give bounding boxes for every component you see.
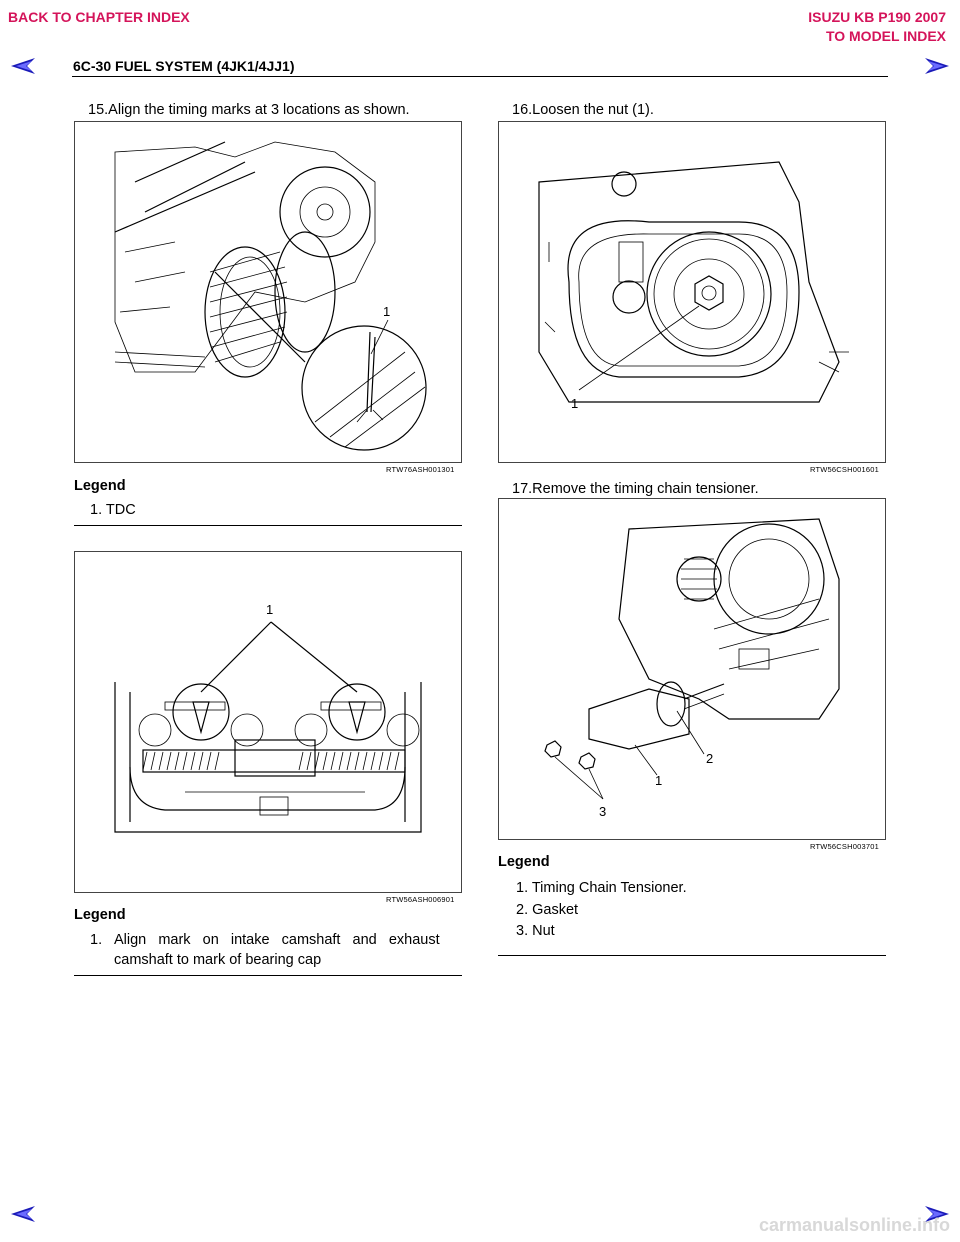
legend-title-3: Legend <box>498 854 550 870</box>
right-arrow-icon[interactable] <box>924 1205 950 1223</box>
legend-2-item-1-line1: Align mark on intake camshaft and exhaus… <box>114 932 440 948</box>
fig4-callout-3: 3 <box>599 804 606 819</box>
legend-3-item-3: 3. Nut <box>516 923 555 939</box>
left-arrow-icon[interactable] <box>10 1205 36 1223</box>
page-title: 6C-30 FUEL SYSTEM (4JK1/4JJ1) <box>73 58 295 74</box>
fig4-callout-1: 1 <box>655 773 662 788</box>
figure-camshaft-marks: 1 <box>74 551 462 893</box>
legend-3-item-1: 1. Timing Chain Tensioner. <box>516 880 687 896</box>
watermark: carmanualsonline.info <box>758 1215 950 1235</box>
header-rule <box>72 76 888 77</box>
fig4-callout-2: 2 <box>706 751 713 766</box>
figure-timing-marks-pulley: 1 <box>74 121 462 463</box>
legend-3-rule <box>498 955 886 956</box>
step-16-text: 16.Loosen the nut (1). <box>512 102 654 118</box>
legend-1-item-1: 1. TDC <box>90 502 136 518</box>
legend-title-2: Legend <box>74 907 126 923</box>
fig2-callout-1: 1 <box>266 602 273 617</box>
left-arrow-icon[interactable] <box>10 57 36 75</box>
figure-code-4: RTW56CSH003701 <box>810 842 879 851</box>
legend-3-item-2: 2. Gasket <box>516 902 579 918</box>
to-model-index-link[interactable]: TO MODEL INDEX <box>825 28 946 44</box>
fig3-callout-1: 1 <box>571 396 578 411</box>
model-name-link[interactable]: ISUZU KB P190 2007 <box>808 9 946 25</box>
fig1-callout-1: 1 <box>383 304 390 319</box>
right-arrow-icon[interactable] <box>924 57 950 75</box>
step-17-text: 17.Remove the timing chain tensioner. <box>512 481 759 497</box>
legend-1-rule <box>74 525 462 526</box>
legend-title-1: Legend <box>74 478 126 494</box>
figure-code-3: RTW56CSH001601 <box>810 465 879 474</box>
figure-code-1: RTW76ASH001301 <box>386 465 455 474</box>
figure-timing-chain-tensioner: 2 1 3 <box>498 498 886 840</box>
back-to-chapter-index-link[interactable]: BACK TO CHAPTER INDEX <box>8 9 190 25</box>
legend-2-item-1-line2: camshaft to mark of bearing cap <box>114 952 322 968</box>
figure-loosen-nut: 1 <box>498 121 886 463</box>
legend-2-rule <box>74 975 462 976</box>
step-15-text: 15.Align the timing marks at 3 locations… <box>88 102 410 118</box>
figure-code-2: RTW56ASH006901 <box>386 895 455 904</box>
legend-2-item-1-number: 1. <box>90 932 103 948</box>
